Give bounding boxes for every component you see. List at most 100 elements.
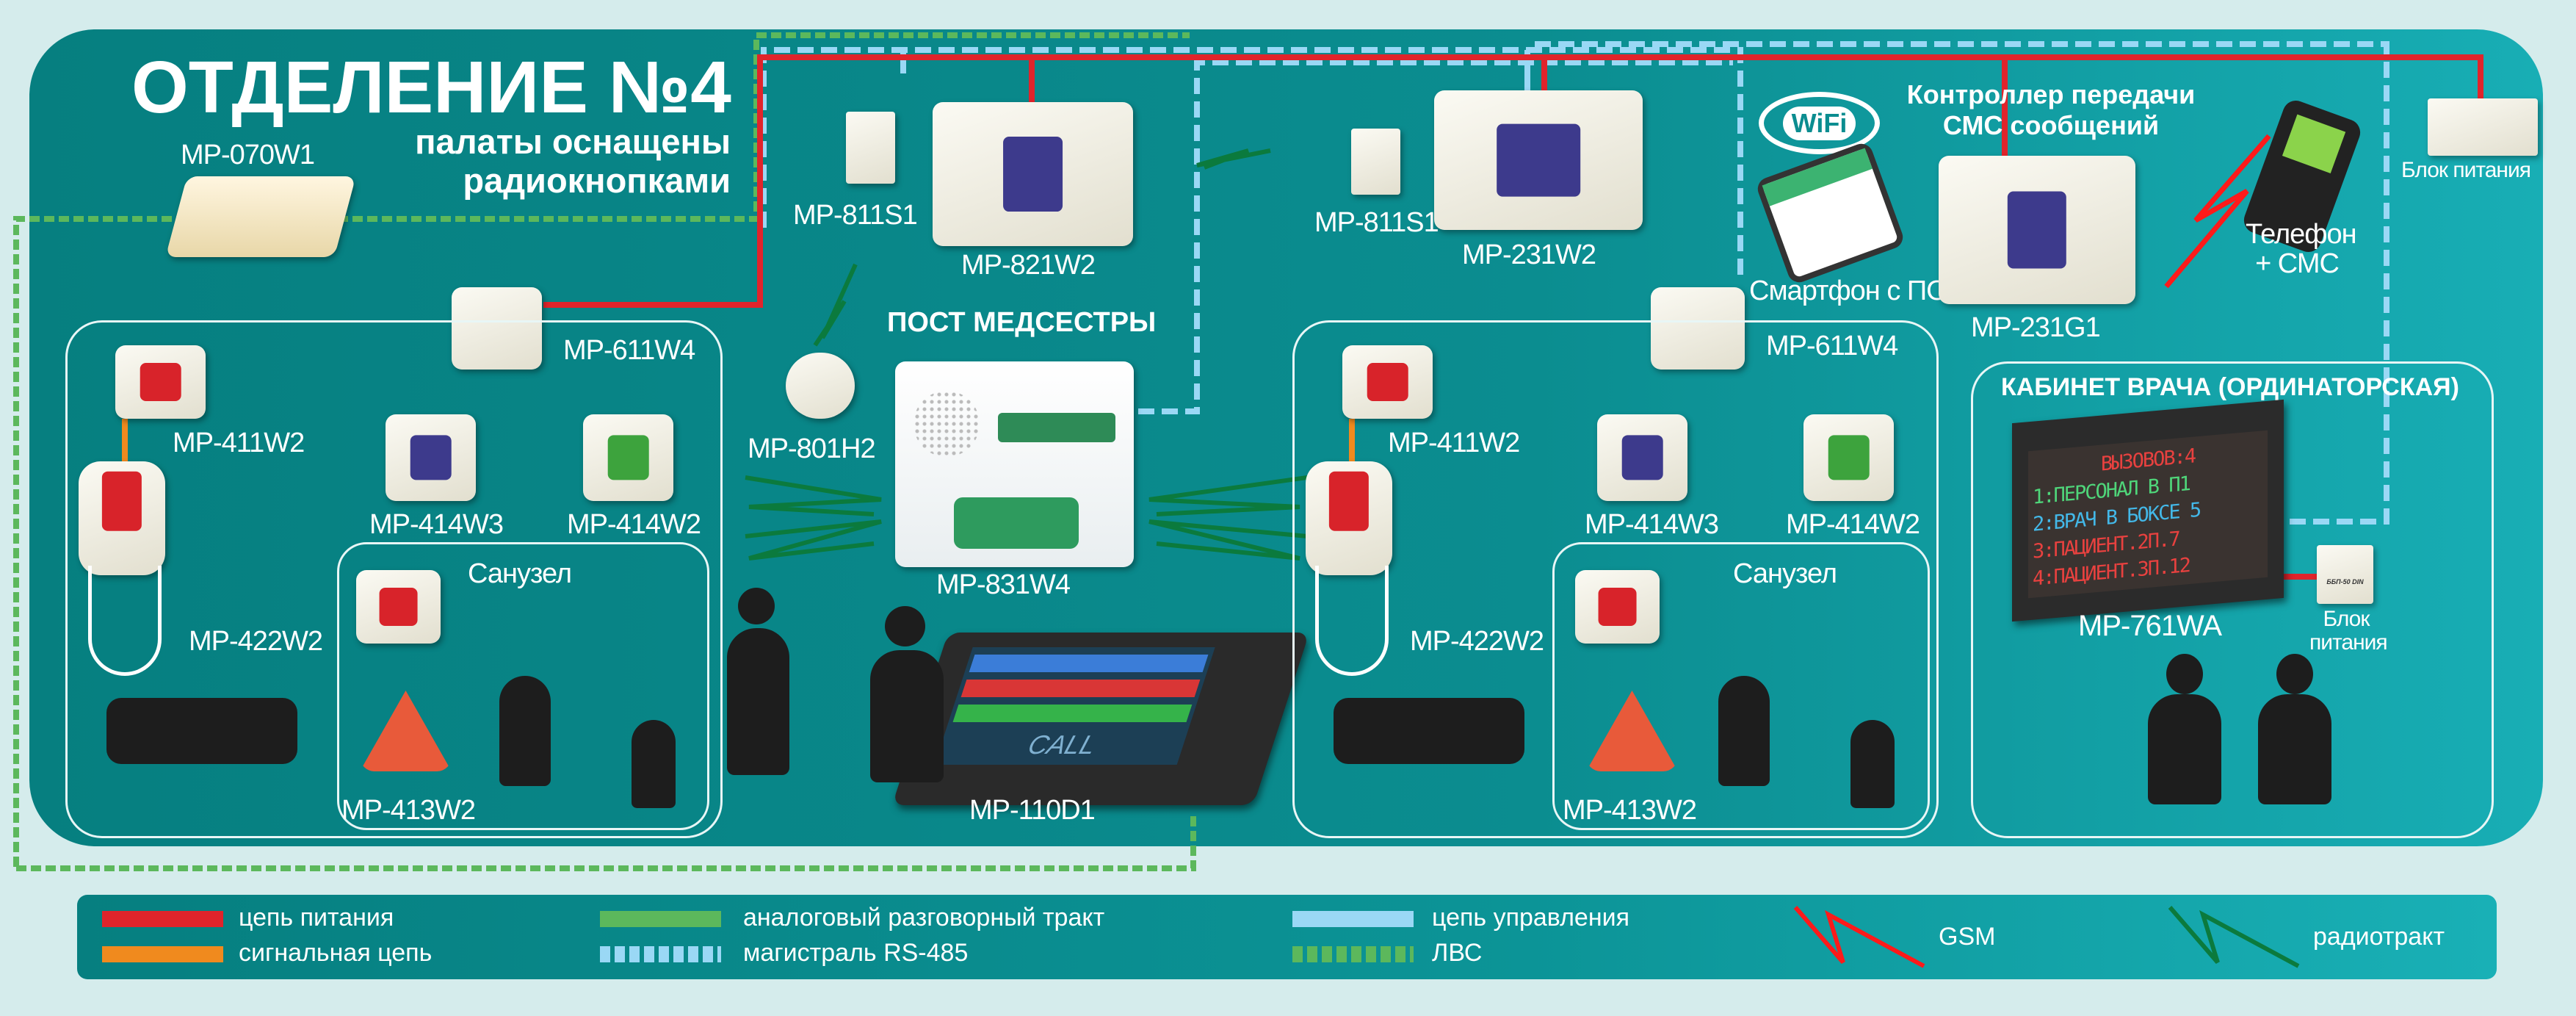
nurse-head <box>738 588 775 624</box>
doctor-head-1 <box>2166 654 2203 694</box>
mp611w4-right-device <box>1651 287 1745 370</box>
phone-label-2: + СМС <box>2255 248 2340 279</box>
legend-signal-swatch <box>102 946 223 962</box>
left-mp414w3-label: MP-414W3 <box>369 509 504 540</box>
power-supply-office-label-1: Блок <box>2323 607 2370 631</box>
legend-gsm: GSM <box>1939 923 1996 951</box>
phone-label-1: Телефон <box>2246 219 2357 250</box>
mp821w2-label: MP-821W2 <box>961 250 1096 281</box>
right-mp411w2-label: MP-411W2 <box>1388 428 1520 458</box>
power-supply-top <box>2428 98 2538 156</box>
mp110d1-label: MP-110D1 <box>969 795 1096 826</box>
left-mp414w3-device <box>386 414 476 501</box>
legend-power-swatch <box>102 911 223 927</box>
right-shower-person <box>1718 676 1770 786</box>
doctor-head-2 <box>2276 654 2313 694</box>
call-button <box>954 497 1079 549</box>
speaker-icon <box>913 391 980 457</box>
mp611w4-left-device <box>452 287 542 370</box>
legend-control-swatch <box>1292 911 1414 927</box>
mp821w2-device <box>933 102 1133 246</box>
right-mp414w2-label: MP-414W2 <box>1786 509 1920 540</box>
right-mp413w2-label: MP-413W2 <box>1563 795 1697 826</box>
power-supply-top-label: Блок питания <box>2401 158 2531 182</box>
mp070w1-label: MP-070W1 <box>181 140 315 170</box>
left-mp414w2-device <box>583 414 673 501</box>
bathroom-left <box>337 542 709 830</box>
right-toilet-person <box>1850 720 1895 808</box>
display-strip <box>998 413 1115 442</box>
right-mp422w2-label: MP-422W2 <box>1410 626 1544 657</box>
legend-power: цепь питания <box>239 904 394 932</box>
doctor-silhouette-2 <box>2258 694 2331 804</box>
right-bathroom-label: Санузел <box>1733 558 1837 589</box>
legend-signal: сигнальная цепь <box>239 939 433 967</box>
right-bathroom-button <box>1575 570 1660 644</box>
sms-controller-title-1: Контроллер передачи <box>1906 79 2196 109</box>
left-bathroom-button <box>356 570 441 644</box>
mp761wa-label: MP-761WA <box>2078 610 2222 642</box>
subtitle-line1: палаты оснащены <box>415 122 731 161</box>
mp611w4-right-label: MP-611W4 <box>1766 331 1898 361</box>
right-mp414w2-device <box>1803 414 1894 501</box>
right-mp414w3-label: MP-414W3 <box>1585 509 1719 540</box>
mp231g1-device <box>1939 156 2135 304</box>
power-supply-office-label-2: питания <box>2309 630 2388 655</box>
legend-analog-swatch <box>600 911 721 927</box>
right-mp411w2-device <box>1342 345 1433 419</box>
sms-controller-title-2: СМС сообщений <box>1942 110 2160 140</box>
mp831w4-label: MP-831W4 <box>936 569 1071 600</box>
mp231w2-device <box>1434 90 1643 230</box>
nurse-silhouette-2 <box>870 650 944 782</box>
legend-radio-icon <box>2168 906 2300 968</box>
mp831w4-device <box>895 361 1134 567</box>
left-mp422w2-label: MP-422W2 <box>189 626 323 657</box>
right-bed-patient <box>1334 698 1524 764</box>
legend: цепь питания сигнальная цепь аналоговый … <box>77 895 2497 979</box>
ward-left <box>65 320 723 838</box>
left-mp411w2-device <box>115 345 206 419</box>
subtitle-line2: радиокнопками <box>463 161 731 200</box>
legend-rs485-swatch <box>600 946 721 962</box>
doctor-office <box>1971 361 2494 838</box>
mp611w4-left-label: MP-611W4 <box>563 335 695 366</box>
left-pull-cord <box>88 566 162 676</box>
doctor-silhouette-1 <box>2148 694 2221 804</box>
legend-rs485: магистраль RS-485 <box>743 939 969 967</box>
radio-receiver-left <box>846 112 895 184</box>
mp811s1-left-label: MP-811S1 <box>793 200 918 231</box>
wrist-watch-device <box>786 353 855 419</box>
mp801h2-label: MP-801H2 <box>748 433 876 464</box>
legend-gsm-icon <box>1793 906 1925 968</box>
nurse-silhouette <box>727 628 789 775</box>
legend-control: цепь управления <box>1432 904 1630 932</box>
left-mp414w2-label: MP-414W2 <box>567 509 701 540</box>
left-mp413w2-label: MP-413W2 <box>341 795 476 826</box>
mp231g1-label: MP-231G1 <box>1971 312 2101 343</box>
left-mp422w2-device <box>79 461 165 575</box>
legend-lan-swatch <box>1292 946 1414 962</box>
left-bathroom-label: Санузел <box>468 558 572 589</box>
legend-radio: радиотракт <box>2313 923 2445 951</box>
mp231w2-label: MP-231W2 <box>1462 239 1596 270</box>
doctor-office-title: КАБИНЕТ ВРАЧА (ОРДИНАТОРСКАЯ) <box>2001 373 2459 401</box>
power-supply-office: ББП-50 DIN <box>2317 545 2373 604</box>
radio-receiver-right <box>1351 129 1400 195</box>
right-mp414w3-device <box>1597 414 1687 501</box>
left-bed-patient <box>106 698 297 764</box>
nurse-post-title: ПОСТ МЕДСЕСТРЫ <box>887 307 1157 338</box>
bathroom-right <box>1552 542 1930 830</box>
left-mp411w2-label: MP-411W2 <box>173 428 305 458</box>
right-pull-cord <box>1315 566 1389 676</box>
legend-lan: ЛВС <box>1432 939 1483 967</box>
right-mp422w2-device <box>1306 461 1392 575</box>
smartphone-label: Смартфон с ПО <box>1749 275 1948 306</box>
left-shower-person <box>499 676 551 786</box>
router-device <box>165 176 356 257</box>
legend-analog: аналоговый разговорный тракт <box>743 904 1105 932</box>
left-toilet-person <box>632 720 676 808</box>
page-title: ОТДЕЛЕНИЕ №4 <box>131 46 731 129</box>
wifi-text: WiFi <box>1782 106 1856 140</box>
